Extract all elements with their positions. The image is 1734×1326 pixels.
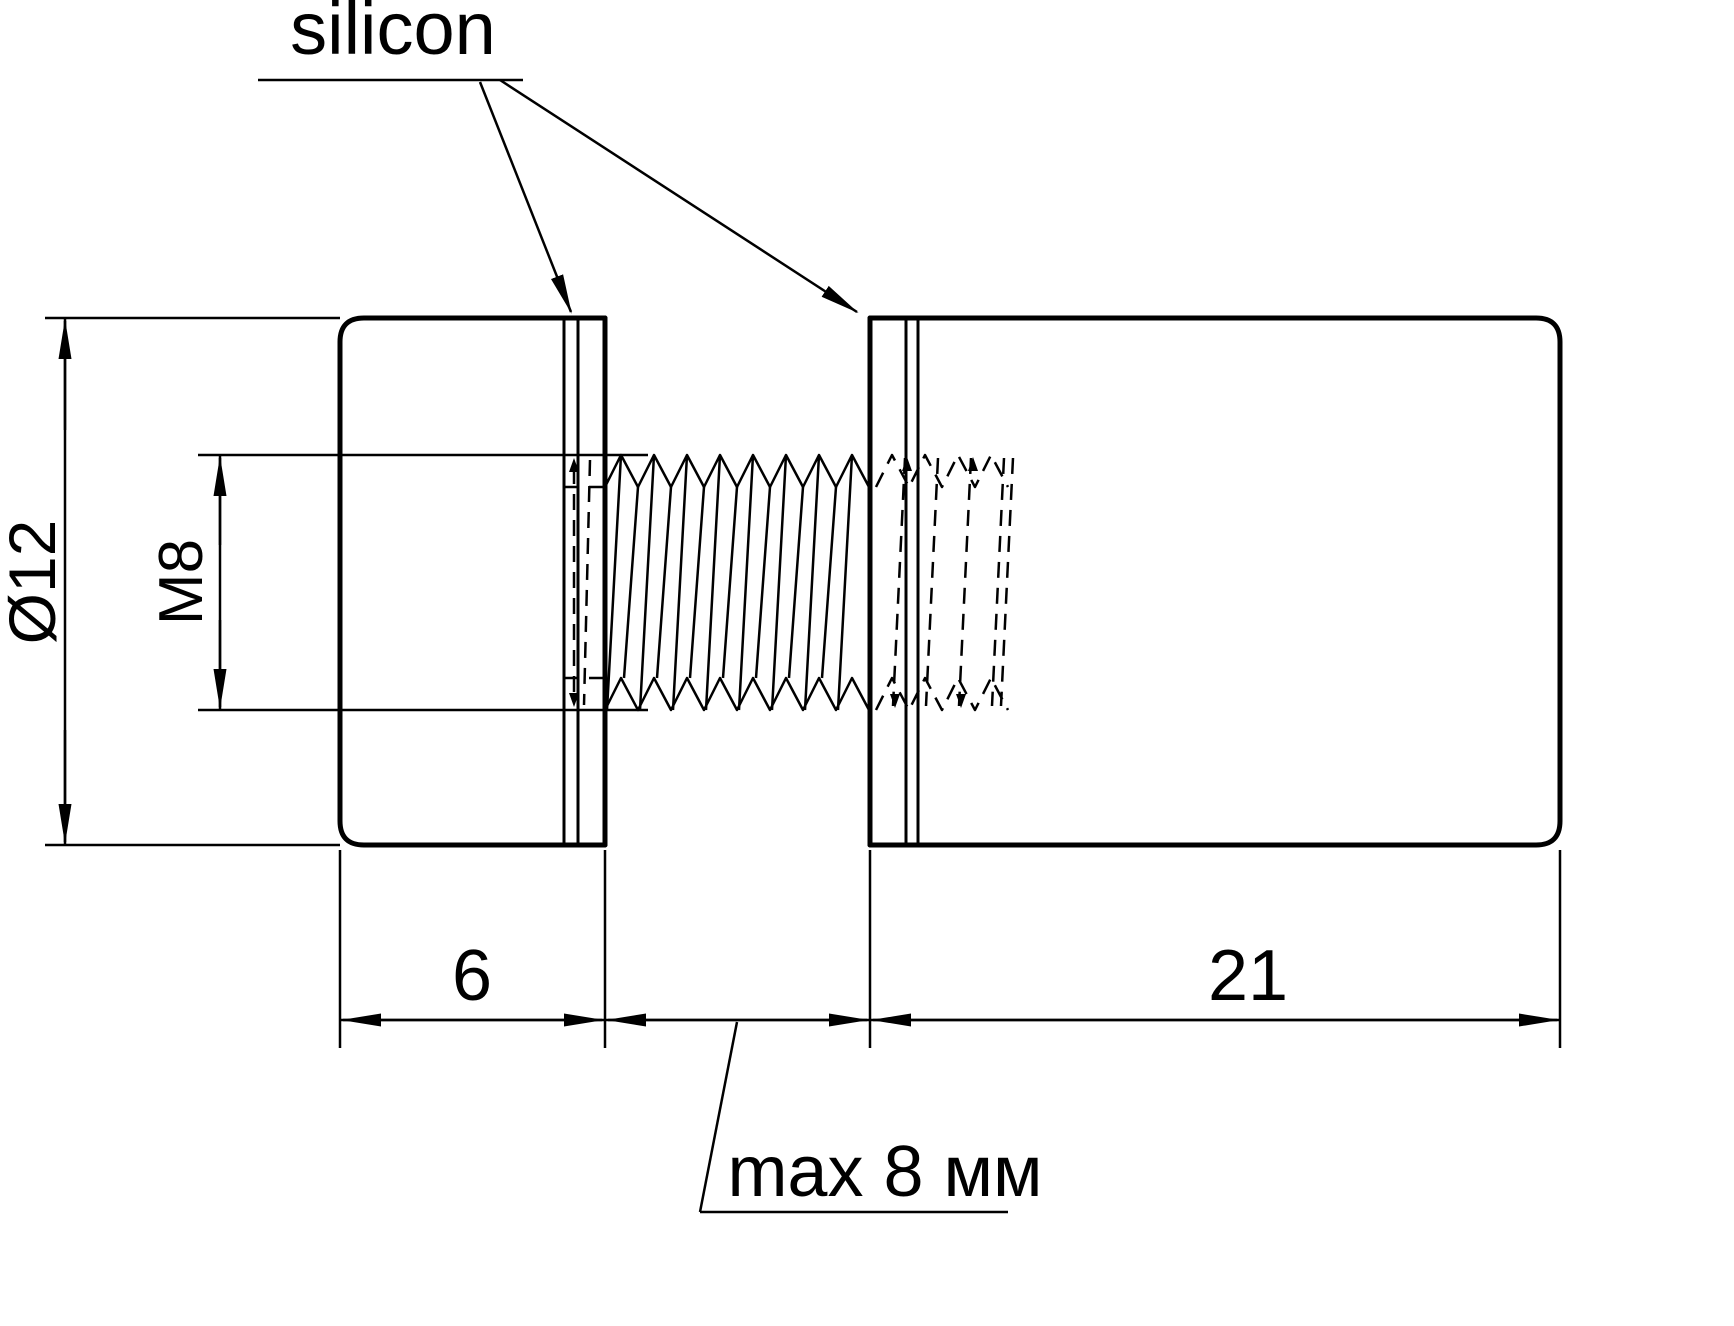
dim-diameter	[45, 316, 340, 847]
dim-extension-lines	[338, 850, 1562, 1048]
hidden-thread-left	[563, 459, 603, 706]
hidden-thread-left-arrows	[569, 458, 579, 707]
body-silicon-layer	[904, 318, 920, 845]
glass-max-label: max 8 мм	[727, 1132, 1042, 1212]
hidden-thread-right	[874, 453, 1015, 712]
cap-width-label: 6	[452, 936, 492, 1016]
dim-glass-gap	[605, 1013, 1008, 1214]
silicon-callout-leaders	[258, 78, 859, 314]
dim-thread	[198, 453, 648, 712]
hidden-thread-right-arrows	[890, 457, 978, 708]
silicon-label: silicon	[290, 0, 496, 70]
cap-outline	[337, 315, 608, 848]
thread-label: M8	[147, 539, 216, 625]
body-length-label: 21	[1208, 936, 1288, 1016]
cap-silicon-layer	[562, 318, 580, 845]
thread-profile	[603, 453, 871, 712]
diameter-label: Ø12	[0, 520, 69, 645]
body-outline	[867, 315, 1563, 848]
